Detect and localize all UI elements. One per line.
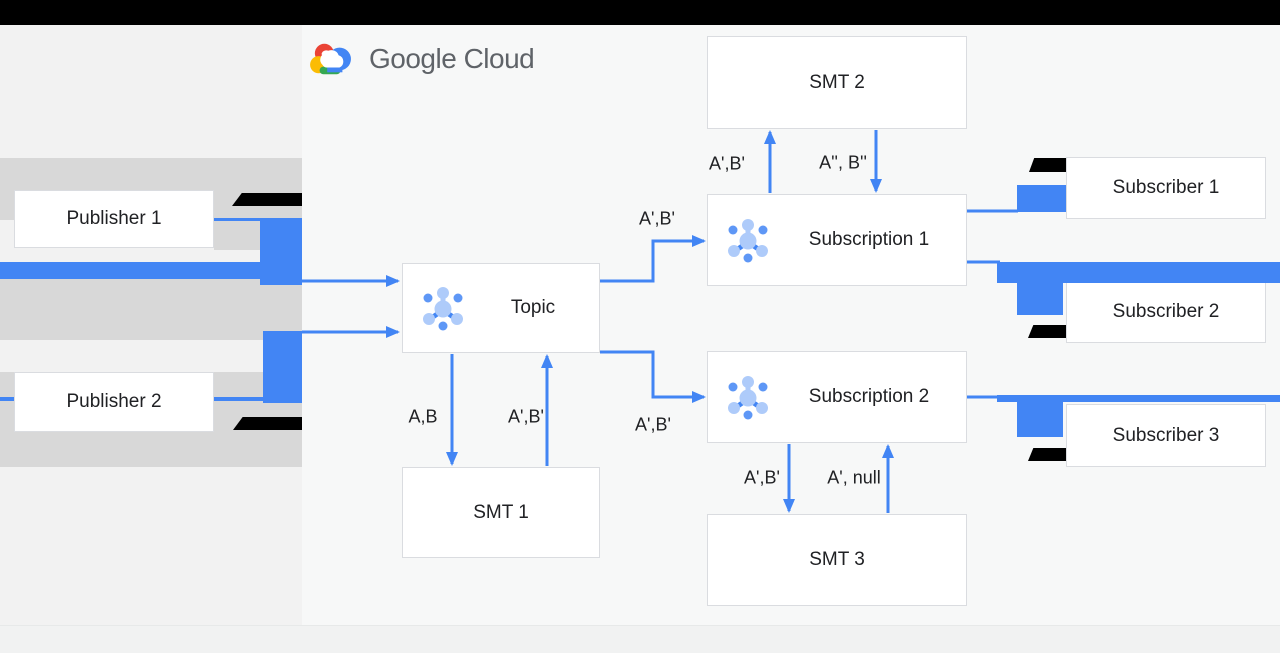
edge-label: A',B' (744, 467, 780, 488)
node-smt-2: SMT 2 (707, 36, 967, 129)
node-label: Subscriber 3 (1112, 424, 1220, 446)
node-label: Publisher 2 (66, 391, 162, 412)
node-label: Subscription 1 (808, 229, 930, 250)
redacted-arrow-band (997, 262, 1280, 283)
redacted-arrow-block (1017, 185, 1066, 212)
black-redaction (1028, 325, 1066, 338)
node-label: Subscription 2 (808, 386, 930, 407)
node-label: Topic (510, 297, 556, 318)
edge-topic-subscription2 (600, 350, 706, 403)
redacted-arrow-block (263, 331, 302, 403)
redacted-arrow-band (0, 262, 260, 279)
node-label: Subscriber 1 (1112, 177, 1220, 198)
node-subscriber-1: Subscriber 1 (1066, 157, 1266, 219)
node-smt-3: SMT 3 (707, 514, 967, 606)
node-smt-1: SMT 1 (402, 467, 600, 558)
node-publisher-2: Publisher 2 (14, 372, 214, 432)
redacted-arrow-block (260, 220, 302, 285)
edge-topic-subscription1 (600, 235, 706, 283)
redacted-arrow-block (1017, 401, 1063, 437)
redacted-row (0, 279, 302, 340)
edge-label: A',B' (639, 208, 675, 229)
top-black-bar (0, 0, 1280, 25)
pubsub-subscription-icon (724, 216, 772, 264)
node-label: SMT 2 (809, 71, 865, 93)
redacted-arrow-block (1017, 262, 1063, 315)
pubsub-topic-icon (419, 284, 467, 332)
black-redaction (1029, 158, 1066, 172)
node-topic: Topic (402, 263, 600, 353)
edge-label: A',B' (635, 414, 671, 435)
edge-label: A'', B'' (819, 152, 867, 173)
bottom-strip (0, 625, 1280, 653)
google-cloud-logo: Google Cloud (308, 40, 535, 78)
redacted-arrow-segment (214, 397, 263, 401)
node-subscription-1: Subscription 1 (707, 194, 967, 286)
node-label: Subscriber 2 (1112, 300, 1220, 322)
redacted-arrow-segment (214, 218, 302, 221)
node-label: SMT 1 (473, 501, 529, 523)
node-subscriber-3: Subscriber 3 (1066, 404, 1266, 467)
edge-label: A',B' (508, 406, 544, 427)
edge-label: A', null (827, 467, 881, 488)
node-subscriber-2: Subscriber 2 (1066, 280, 1266, 343)
edge-label: A,B (408, 406, 438, 427)
node-subscription-2: Subscription 2 (707, 351, 967, 443)
google-cloud-icon (310, 43, 351, 75)
black-redaction (1028, 448, 1066, 461)
redacted-arrow-segment (0, 397, 14, 401)
node-publisher-1: Publisher 1 (14, 190, 214, 248)
logo-text: Google Cloud (369, 43, 535, 74)
black-redaction (233, 417, 302, 430)
pubsub-subscription-icon (724, 373, 772, 421)
edge-label: A',B' (709, 153, 745, 174)
node-label: Publisher 1 (66, 208, 162, 229)
redacted-arrow-band (997, 395, 1280, 402)
black-redaction (232, 193, 302, 206)
node-label: SMT 3 (809, 549, 865, 570)
